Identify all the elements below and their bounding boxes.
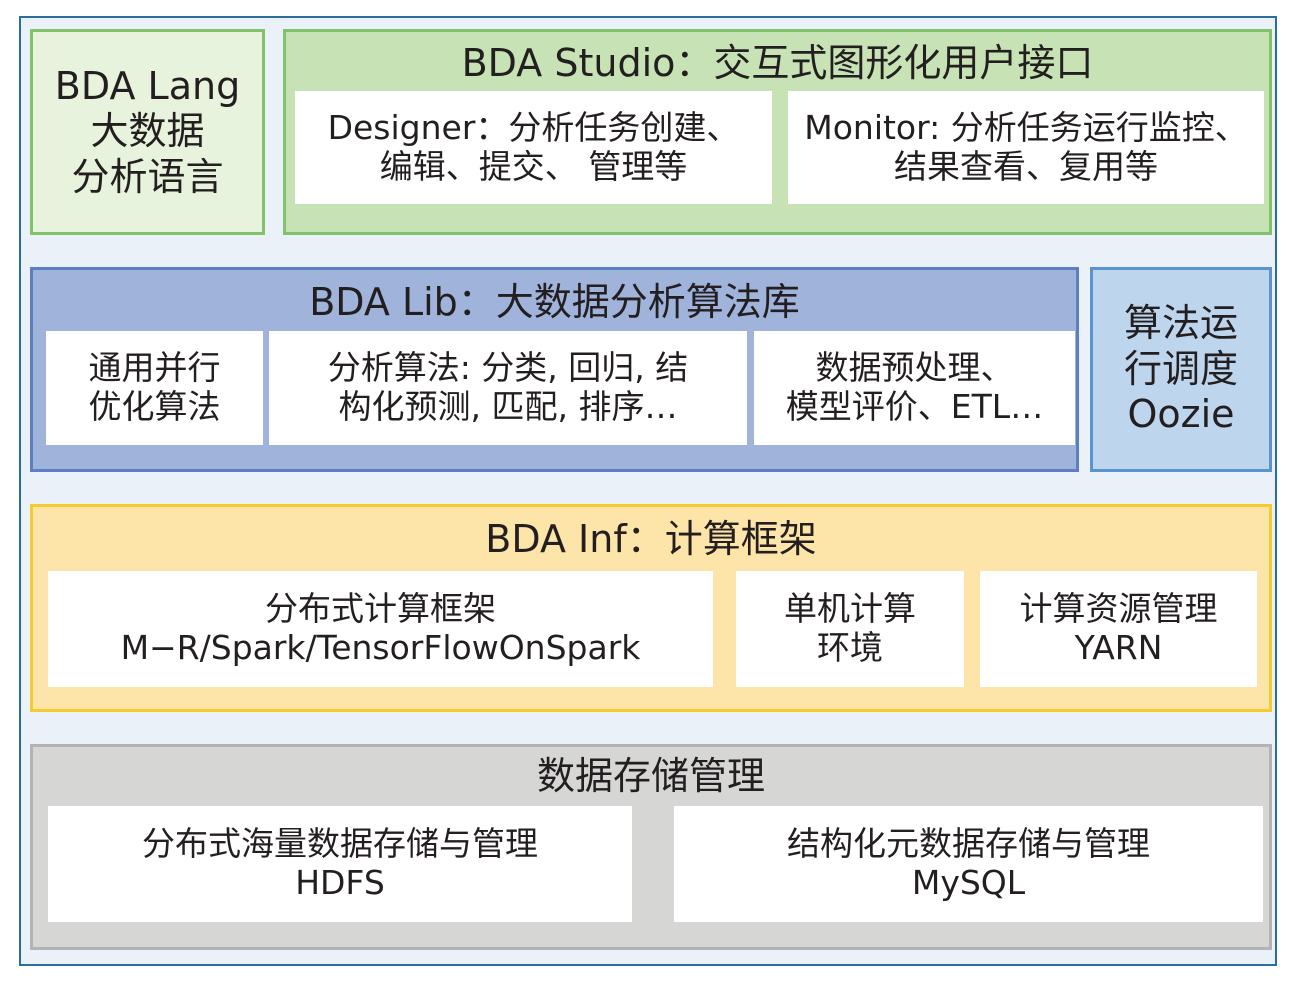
- monitor-box: Monitor: 分析任务运行监控、 结果查看、复用等: [788, 91, 1264, 204]
- oozie-line-3: Oozie: [1127, 392, 1235, 437]
- oozie-panel: 算法运 行调度 Oozie: [1090, 267, 1272, 472]
- designer-line-2: 编辑、提交、 管理等: [379, 146, 688, 186]
- storage-box-2-line-1: 结构化元数据存储与管理: [787, 824, 1150, 864]
- designer-box: Designer：分析任务创建、 编辑、提交、 管理等: [295, 91, 772, 204]
- oozie-line-1: 算法运: [1123, 301, 1238, 346]
- bda-lang-line-2: 大数据: [90, 109, 205, 154]
- inf-box-3-line-1: 计算资源管理: [1019, 589, 1218, 629]
- bda-inf-title: BDA Inf：计算框架: [485, 517, 817, 561]
- inf-box-1-line-2: M−R/Spark/TensorFlowOnSpark: [120, 628, 641, 667]
- lib-box-1-line-1: 通用并行: [88, 348, 221, 388]
- monitor-line-1: Monitor: 分析任务运行监控、: [804, 107, 1248, 147]
- inf-box-1-line-1: 分布式计算框架: [265, 589, 496, 629]
- bda-lang-line-1: BDA Lang: [54, 63, 241, 108]
- storage-box-1-line-2: HDFS: [295, 863, 385, 902]
- storage-panel: 数据存储管理 分布式海量数据存储与管理 HDFS 结构化元数据存储与管理 MyS…: [30, 744, 1272, 950]
- inf-box-distributed-framework: 分布式计算框架 M−R/Spark/TensorFlowOnSpark: [48, 571, 713, 687]
- lib-box-1-line-2: 优化算法: [88, 387, 221, 426]
- bda-studio-panel: BDA Studio：交互式图形化用户接口 Designer：分析任务创建、 编…: [283, 29, 1272, 235]
- lib-box-2-line-2: 构化预测, 匹配, 排序…: [338, 387, 678, 426]
- lib-box-2-line-1: 分析算法: 分类, 回归, 结: [327, 348, 689, 388]
- storage-box-mysql: 结构化元数据存储与管理 MySQL: [674, 806, 1263, 922]
- lib-box-3-line-1: 数据预处理、: [815, 348, 1014, 388]
- bda-studio-title: BDA Studio：交互式图形化用户接口: [461, 41, 1094, 85]
- bda-lang-line-3: 分析语言: [71, 154, 224, 199]
- inf-box-standalone-env: 单机计算 环境: [736, 571, 964, 687]
- lib-box-3-line-2: 模型评价、ETL…: [785, 387, 1044, 426]
- inf-box-3-line-2: YARN: [1074, 628, 1163, 667]
- bda-inf-panel: BDA Inf：计算框架 分布式计算框架 M−R/Spark/TensorFlo…: [30, 504, 1272, 712]
- inf-box-2-line-1: 单机计算: [784, 589, 916, 629]
- storage-title: 数据存储管理: [536, 754, 765, 798]
- monitor-line-2: 结果查看、复用等: [894, 146, 1158, 186]
- storage-box-2-line-2: MySQL: [911, 863, 1026, 902]
- designer-line-1: Designer：分析任务创建、: [327, 107, 740, 147]
- inf-box-2-line-2: 环境: [817, 628, 883, 667]
- oozie-line-2: 行调度: [1123, 346, 1238, 391]
- bda-lib-title: BDA Lib：大数据分析算法库: [309, 280, 800, 324]
- lib-box-analysis-algorithms: 分析算法: 分类, 回归, 结 构化预测, 匹配, 排序…: [269, 331, 747, 445]
- bda-lang-panel: BDA Lang 大数据 分析语言: [30, 29, 265, 235]
- lib-box-preprocessing: 数据预处理、 模型评价、ETL…: [754, 331, 1075, 445]
- storage-box-1-line-1: 分布式海量数据存储与管理: [142, 824, 538, 864]
- inf-box-resource-management: 计算资源管理 YARN: [980, 571, 1257, 687]
- lib-box-parallel-optimization: 通用并行 优化算法: [46, 331, 263, 445]
- storage-box-hdfs: 分布式海量数据存储与管理 HDFS: [48, 806, 632, 922]
- bda-lib-panel: BDA Lib：大数据分析算法库 通用并行 优化算法 分析算法: 分类, 回归,…: [30, 267, 1079, 472]
